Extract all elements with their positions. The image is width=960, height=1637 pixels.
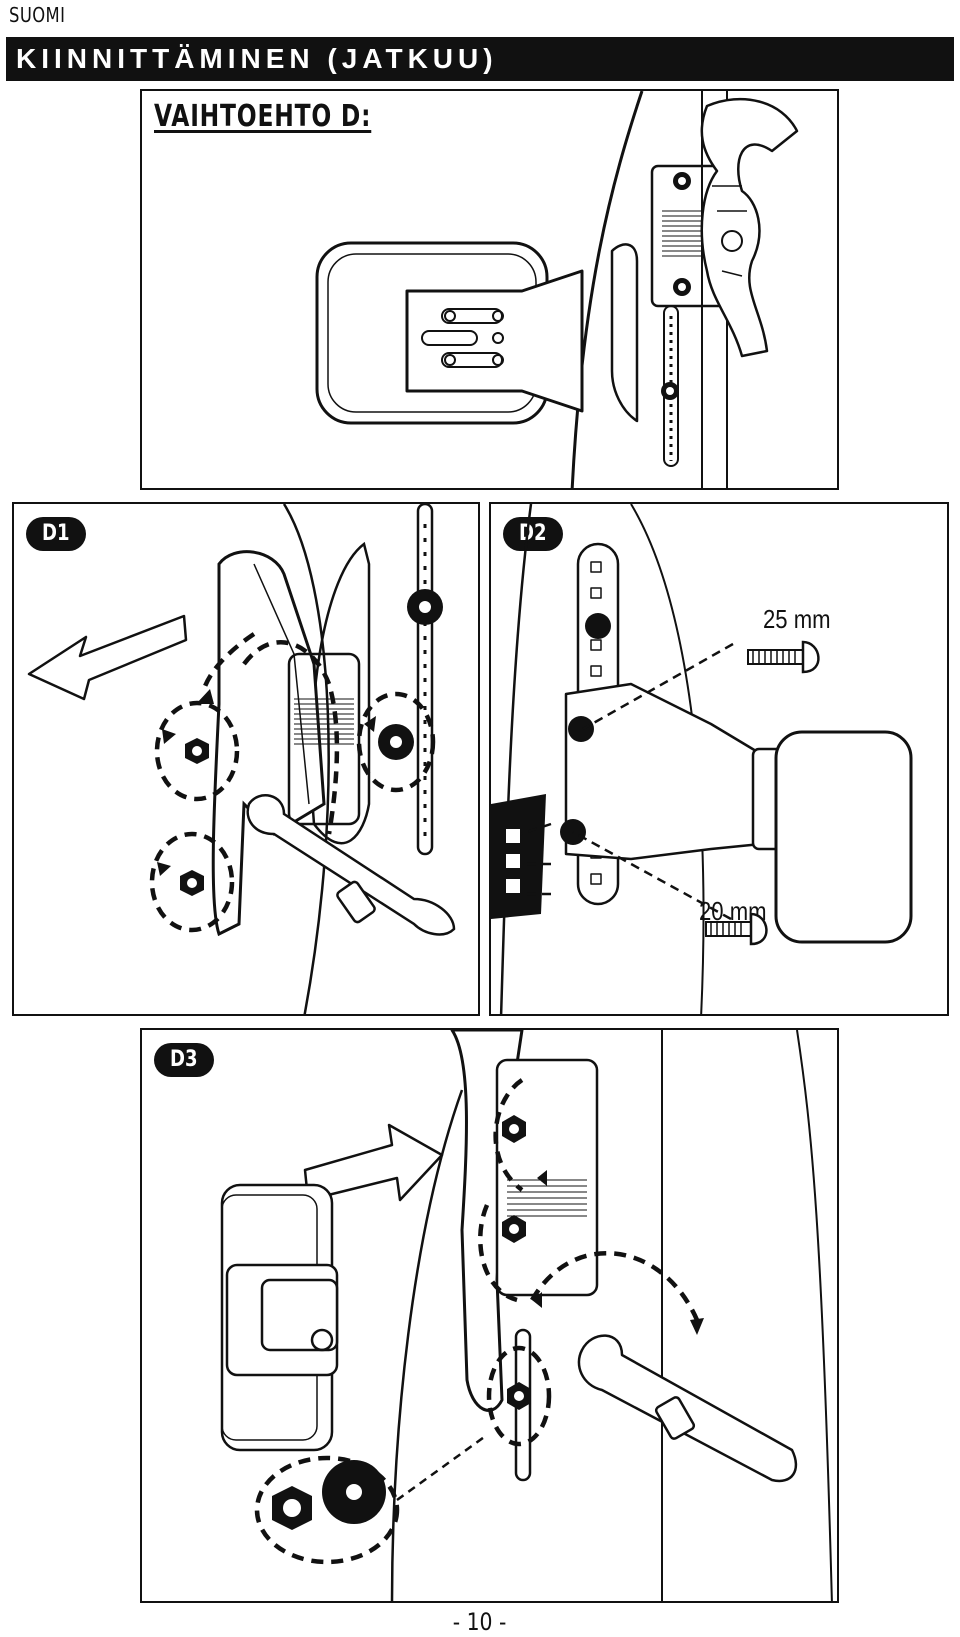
step-badge-d2: D2 (503, 517, 563, 551)
washer-icon (322, 1460, 386, 1524)
option-heading: VAIHTOEHTO D: (154, 99, 372, 134)
step-d1-panel: D1 (12, 502, 480, 1016)
step-d3-illustration (220, 1030, 833, 1601)
step-d3-panel: D3 (140, 1028, 839, 1603)
step-badge-d3: D3 (154, 1043, 214, 1077)
step-badge-d1: D1 (26, 517, 86, 551)
language-label: SUOMI (9, 3, 66, 27)
bolt-icon (705, 912, 768, 946)
section-title: KIINNITTÄMINEN (JATKUU) (16, 43, 498, 74)
step-d2-panel: D2 25 mm 20 mm (489, 502, 949, 1016)
arrow-left-icon (27, 614, 188, 701)
option-d-illustration (315, 91, 799, 488)
option-d-panel: VAIHTOEHTO D: (140, 89, 839, 490)
step-d2-illustration (491, 504, 913, 1014)
bolt-icon (747, 640, 820, 674)
section-title-bar: KIINNITTÄMINEN (JATKUU) (6, 37, 954, 81)
step-d1-illustration (27, 504, 456, 1014)
nut-icon (180, 870, 204, 896)
page-number: - 10 - (453, 1608, 507, 1636)
nut-icon (185, 738, 209, 764)
long-bolt-label: 25 mm (763, 604, 831, 634)
